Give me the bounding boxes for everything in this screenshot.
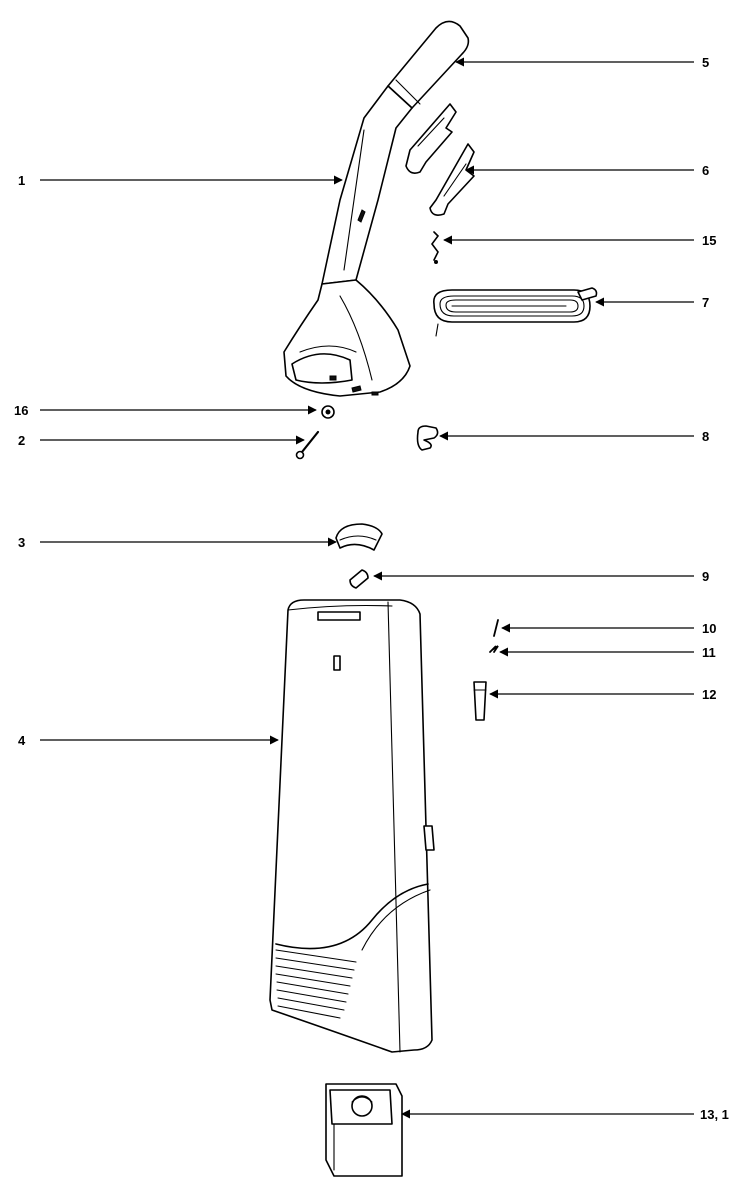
callout-3: 3	[18, 535, 25, 550]
power-cord-icon	[433, 287, 598, 337]
callout-8: 8	[702, 429, 709, 444]
handle-grip-icon	[405, 103, 475, 216]
callout-11: 11	[702, 645, 716, 660]
bag-housing-icon	[269, 599, 435, 1053]
callout-6: 6	[702, 163, 709, 178]
knob-icon	[349, 569, 369, 589]
callout-5: 5	[702, 55, 709, 70]
callout-13: 13, 1	[700, 1107, 729, 1122]
vacuum-handle-icon	[283, 20, 470, 397]
cord-clip-icon	[416, 425, 439, 451]
leader-lines	[40, 57, 694, 1119]
latch-icon	[335, 523, 383, 551]
callout-labels: 1 5 6 15 7 16 2 8 3 9 10 11 12 4 13, 1	[14, 55, 729, 1122]
spring-icon	[489, 645, 499, 653]
callout-16: 16	[14, 403, 28, 418]
callout-4: 4	[18, 733, 26, 748]
washer-icon	[321, 405, 335, 419]
pin-icon	[493, 619, 499, 637]
filter-bag-icon	[325, 1083, 403, 1177]
callout-2: 2	[18, 433, 25, 448]
cord-hook-icon	[431, 231, 440, 264]
screw-icon	[295, 430, 320, 460]
callout-15: 15	[702, 233, 716, 248]
callout-10: 10	[702, 621, 716, 636]
callout-1: 1	[18, 173, 25, 188]
callout-9: 9	[702, 569, 709, 584]
tube-icon	[473, 681, 487, 721]
callout-12: 12	[702, 687, 716, 702]
callout-7: 7	[702, 295, 709, 310]
